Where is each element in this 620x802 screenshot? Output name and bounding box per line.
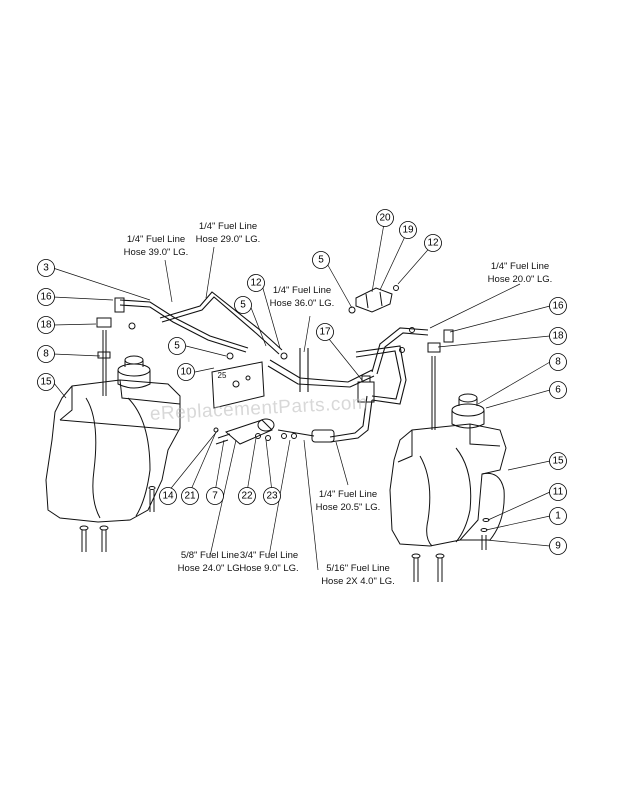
svg-text:12: 12 — [427, 238, 439, 249]
svg-text:1/4" Fuel Line: 1/4" Fuel Line — [319, 489, 377, 500]
svg-text:7: 7 — [212, 491, 218, 502]
callout-12-b: 12 — [424, 234, 442, 252]
callout-18-right: 18 — [549, 327, 567, 345]
svg-text:17: 17 — [319, 327, 331, 338]
svg-text:10: 10 — [180, 367, 192, 378]
svg-text:20: 20 — [379, 213, 391, 224]
svg-text:Hose 20.5" LG.: Hose 20.5" LG. — [316, 502, 381, 513]
hose-label-2x4in: 5/16" Fuel Line Hose 2X 4.0" LG. — [321, 563, 395, 587]
svg-text:11: 11 — [553, 487, 564, 498]
svg-text:1/4" Fuel Line: 1/4" Fuel Line — [491, 261, 549, 272]
callout-11: 11 — [549, 483, 567, 501]
svg-text:Hose 36.0" LG.: Hose 36.0" LG. — [270, 298, 335, 309]
callout-23: 23 — [263, 487, 281, 505]
svg-text:5: 5 — [318, 255, 324, 266]
mark-25: 25 — [218, 371, 227, 380]
svg-text:16: 16 — [552, 301, 564, 312]
svg-text:Hose 2X 4.0" LG.: Hose 2X 4.0" LG. — [321, 576, 395, 587]
callout-7: 7 — [206, 487, 224, 505]
left-fuel-tank — [45, 379, 181, 523]
callout-12-a: 12 — [247, 274, 265, 292]
shutoff-valve-mount — [211, 361, 265, 409]
callout-6: 6 — [549, 381, 567, 399]
left-tank-bolts — [79, 486, 156, 552]
right-fuel-sender — [427, 329, 454, 430]
right-fuel-tank — [389, 423, 507, 547]
callout-19: 19 — [399, 221, 417, 239]
callout-9: 9 — [549, 537, 567, 555]
svg-text:12: 12 — [250, 278, 262, 289]
svg-text:9: 9 — [555, 541, 561, 552]
hose-label-29in: 1/4" Fuel Line Hose 29.0" LG. — [196, 221, 261, 245]
callout-15-left: 15 — [37, 373, 55, 391]
svg-text:18: 18 — [552, 331, 564, 342]
svg-text:5: 5 — [240, 300, 246, 311]
right-fuel-cap — [451, 393, 485, 429]
fuel-valve — [357, 375, 375, 403]
hose-label-20in: 1/4" Fuel Line Hose 20.0" LG. — [488, 261, 553, 285]
svg-text:18: 18 — [40, 320, 52, 331]
callout-17: 17 — [316, 323, 334, 341]
svg-text:14: 14 — [162, 491, 174, 502]
callout-5-b: 5 — [234, 296, 252, 314]
callout-20: 20 — [376, 209, 394, 227]
svg-text:8: 8 — [555, 357, 561, 368]
fuel-pump — [215, 418, 275, 445]
fuel-filter — [311, 429, 335, 443]
svg-text:22: 22 — [241, 491, 253, 502]
bracket — [355, 287, 393, 313]
svg-text:23: 23 — [266, 491, 278, 502]
svg-text:1/4" Fuel Line: 1/4" Fuel Line — [127, 234, 185, 245]
svg-text:15: 15 — [552, 456, 564, 467]
hose-label-9in: 3/4" Fuel Line Hose 9.0" LG. — [239, 550, 298, 574]
callout-10: 10 — [177, 363, 195, 381]
svg-text:Hose 29.0" LG.: Hose 29.0" LG. — [196, 234, 261, 245]
svg-text:5/8" Fuel Line: 5/8" Fuel Line — [181, 550, 239, 561]
svg-text:Hose 39.0" LG.: Hose 39.0" LG. — [124, 247, 189, 258]
svg-text:16: 16 — [40, 292, 52, 303]
hose-label-36in: 1/4" Fuel Line Hose 36.0" LG. — [270, 285, 335, 309]
svg-text:5/16" Fuel Line: 5/16" Fuel Line — [326, 563, 390, 574]
callout-1: 1 — [549, 507, 567, 525]
svg-text:3: 3 — [43, 263, 49, 274]
leader-lines — [52, 217, 551, 571]
callout-22: 22 — [238, 487, 256, 505]
callout-14: 14 — [159, 487, 177, 505]
svg-text:Hose 20.0" LG.: Hose 20.0" LG. — [488, 274, 553, 285]
svg-text:8: 8 — [43, 349, 49, 360]
callout-16-right: 16 — [549, 297, 567, 315]
svg-text:3/4" Fuel Line: 3/4" Fuel Line — [240, 550, 298, 561]
svg-text:1: 1 — [555, 511, 561, 522]
callout-8-right: 8 — [549, 353, 567, 371]
svg-text:Hose 24.0" LG.: Hose 24.0" LG. — [178, 563, 243, 574]
svg-text:19: 19 — [402, 225, 414, 236]
svg-text:Hose 9.0" LG.: Hose 9.0" LG. — [239, 563, 298, 574]
svg-text:21: 21 — [184, 491, 196, 502]
callout-5-a: 5 — [168, 337, 186, 355]
callout-5-c: 5 — [312, 251, 330, 269]
left-fuel-cap — [117, 355, 151, 389]
hose-label-24in: 5/8" Fuel Line Hose 24.0" LG. — [178, 550, 243, 574]
watermark-text: eReplacementParts.com — [149, 392, 368, 424]
callout-16-left: 16 — [37, 288, 55, 306]
svg-text:1/4" Fuel Line: 1/4" Fuel Line — [199, 221, 257, 232]
callout-8-left: 8 — [37, 345, 55, 363]
callout-21: 21 — [181, 487, 199, 505]
callout-15-right: 15 — [549, 452, 567, 470]
hose-label-39in: 1/4" Fuel Line Hose 39.0" LG. — [124, 234, 189, 258]
fuel-hoses — [119, 291, 429, 443]
right-tank-bolts — [411, 518, 490, 582]
svg-text:5: 5 — [174, 341, 180, 352]
callout-18-left: 18 — [37, 316, 55, 334]
svg-text:1/4" Fuel Line: 1/4" Fuel Line — [273, 285, 331, 296]
hose-label-20-5in: 1/4" Fuel Line Hose 20.5" LG. — [316, 489, 381, 513]
callout-3: 3 — [37, 259, 55, 277]
svg-text:6: 6 — [555, 385, 561, 396]
svg-text:15: 15 — [40, 377, 52, 388]
